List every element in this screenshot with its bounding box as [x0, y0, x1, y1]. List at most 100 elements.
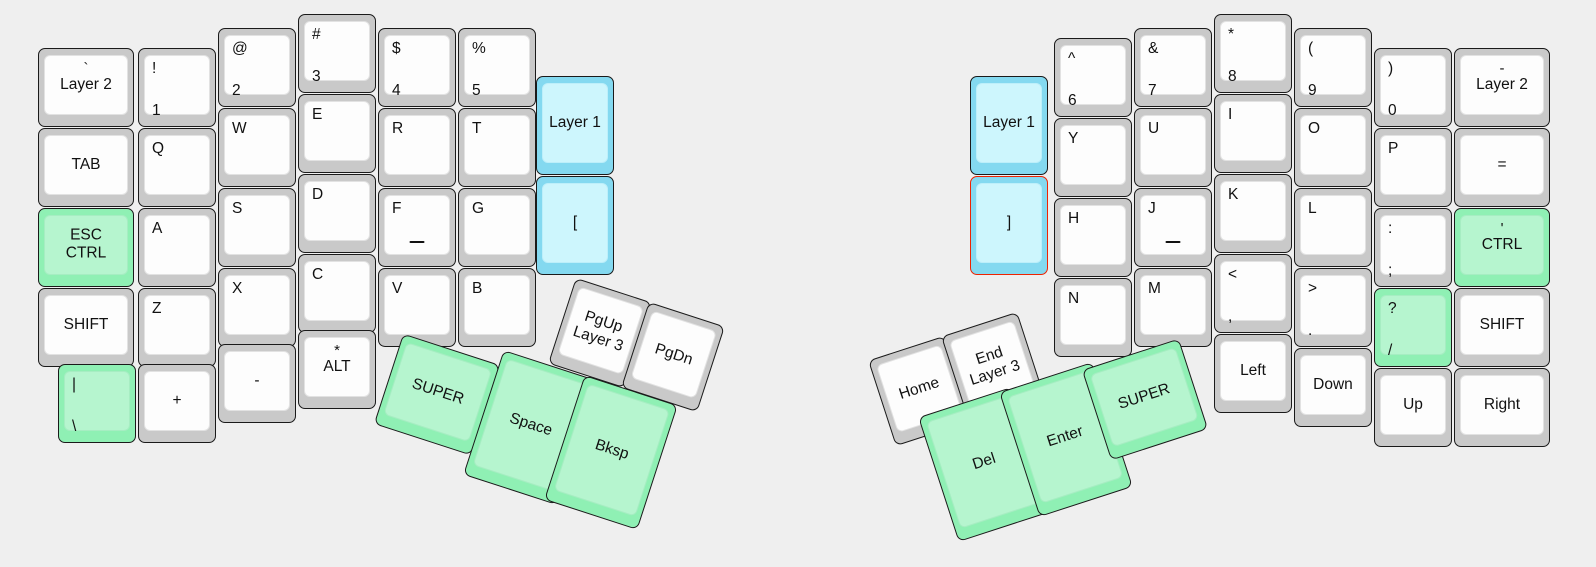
key-ring-w[interactable]: W [218, 108, 296, 187]
key-pinky-?[interactable]: ?/ [1374, 288, 1452, 367]
key-layer-column-][interactable]: ] [970, 176, 1048, 275]
key-layer-column-layer 1[interactable]: Layer 1 [536, 76, 614, 175]
keycap: &7 [1140, 35, 1206, 99]
key-pinky-a[interactable]: A [138, 208, 216, 287]
key-index-inner-h[interactable]: H [1054, 198, 1132, 277]
key-index-inner-%[interactable]: %5 [458, 28, 536, 107]
key-legend-center: Layer 1 [983, 113, 1035, 131]
key-middle-<[interactable]: <, [1214, 254, 1292, 333]
key-legend-top: ? [1388, 300, 1397, 317]
key-middle-i[interactable]: I [1214, 94, 1292, 173]
key-legend-top: R [392, 120, 404, 137]
key-pinky-outer-tab[interactable]: TAB [38, 128, 134, 207]
key-pinky-outer-shift[interactable]: SHIFT [1454, 288, 1550, 367]
key-pinky-:[interactable]: :; [1374, 208, 1452, 287]
key-layer-column-layer 1[interactable]: Layer 1 [970, 76, 1048, 175]
key-middle-e[interactable]: E [298, 94, 376, 173]
key-layer-column-[[interactable]: [ [536, 176, 614, 275]
key-legend-top: E [312, 106, 323, 123]
homing-bar-icon [409, 241, 425, 243]
key-legend-top: ) [1388, 60, 1394, 77]
keycap: @2 [224, 35, 290, 99]
key-legend-top: < [1228, 266, 1238, 283]
key-pinky-outer-right[interactable]: Right [1454, 368, 1550, 447]
key-pinky-up[interactable]: Up [1374, 368, 1452, 447]
key-legend-center: SHIFT [1479, 315, 1525, 333]
key-plus[interactable]: + [138, 364, 216, 443]
key-ring-o[interactable]: O [1294, 108, 1372, 187]
key-pinky-z[interactable]: Z [138, 288, 216, 367]
key-ring-([interactable]: (9 [1294, 28, 1372, 107]
key-ring-down[interactable]: Down [1294, 348, 1372, 427]
key-pinky-outer-layer 2[interactable]: -Layer 2 [1454, 48, 1550, 127]
key-middle-left[interactable]: Left [1214, 334, 1292, 413]
key-legend-top: W [232, 120, 247, 137]
key-index-&[interactable]: &7 [1134, 28, 1212, 107]
key-index-j[interactable]: J [1134, 188, 1212, 267]
key-middle-d[interactable]: D [298, 174, 376, 253]
key-legend-bottom: 7 [1148, 82, 1157, 99]
key-index-$[interactable]: $4 [378, 28, 456, 107]
keycap: #3 [304, 21, 370, 85]
key-minus[interactable]: - [218, 344, 296, 423]
key-pinky-)[interactable]: )0 [1374, 48, 1452, 127]
key-middle-#[interactable]: #3 [298, 14, 376, 93]
key-pinky-outer-shift[interactable]: SHIFT [38, 288, 134, 367]
key-pinky-q[interactable]: Q [138, 128, 216, 207]
key-index-u[interactable]: U [1134, 108, 1212, 187]
key-ring->[interactable]: >. [1294, 268, 1372, 347]
key-legend-top: - [1499, 60, 1505, 77]
key-pinky-outer-ctrl[interactable]: 'CTRL [1454, 208, 1550, 287]
key-index-r[interactable]: R [378, 108, 456, 187]
key-legend-bottom: . [1308, 322, 1313, 339]
key-legend-center: = [1497, 155, 1507, 173]
key-middle-k[interactable]: K [1214, 174, 1292, 253]
key-ring-@[interactable]: @2 [218, 28, 296, 107]
keycap: Q [144, 135, 210, 195]
key-legend-top: A [152, 220, 163, 237]
key-pinky-outer-layer 2[interactable]: `Layer 2 [38, 48, 134, 127]
key-legend-top: H [1068, 210, 1080, 227]
key-index-inner-t[interactable]: T [458, 108, 536, 187]
key-index-inner-b[interactable]: B [458, 268, 536, 347]
keycap: B [464, 275, 530, 335]
key-legend-center: + [172, 391, 182, 409]
key-legend-top: M [1148, 280, 1161, 297]
key-pipe-backslash[interactable]: |\ [58, 364, 136, 443]
key-index-inner-^[interactable]: ^6 [1054, 38, 1132, 117]
key-pinky-p[interactable]: P [1374, 128, 1452, 207]
keycap: V [384, 275, 450, 335]
key-index-f[interactable]: F [378, 188, 456, 267]
key-alt[interactable]: *ALT [298, 330, 376, 409]
keycap: ?/ [1380, 295, 1446, 359]
key-ring-l[interactable]: L [1294, 188, 1372, 267]
keycap: Y [1060, 125, 1126, 185]
key-legend-center: Left [1240, 361, 1266, 379]
key-index-inner-y[interactable]: Y [1054, 118, 1132, 197]
keycap: S [224, 195, 290, 255]
key-pinky-![interactable]: !1 [138, 48, 216, 127]
key-ring-s[interactable]: S [218, 188, 296, 267]
key-legend-top: * [1228, 26, 1235, 43]
keycap: <, [1220, 261, 1286, 325]
keycap: I [1220, 101, 1286, 161]
key-index-inner-n[interactable]: N [1054, 278, 1132, 357]
key-middle-*[interactable]: *8 [1214, 14, 1292, 93]
key-legend-center: Home [896, 373, 942, 403]
key-middle-c[interactable]: C [298, 254, 376, 333]
keycap: 'CTRL [1460, 215, 1544, 275]
key-index-inner-g[interactable]: G [458, 188, 536, 267]
key-index-v[interactable]: V [378, 268, 456, 347]
key-ring-x[interactable]: X [218, 268, 296, 347]
key-legend-center: ALT [323, 357, 351, 375]
key-index-m[interactable]: M [1134, 268, 1212, 347]
key-pinky-outer-=[interactable]: = [1454, 128, 1550, 207]
key-legend-center: TAB [71, 155, 101, 173]
keycap: G [464, 195, 530, 255]
keycap: D [304, 181, 370, 241]
